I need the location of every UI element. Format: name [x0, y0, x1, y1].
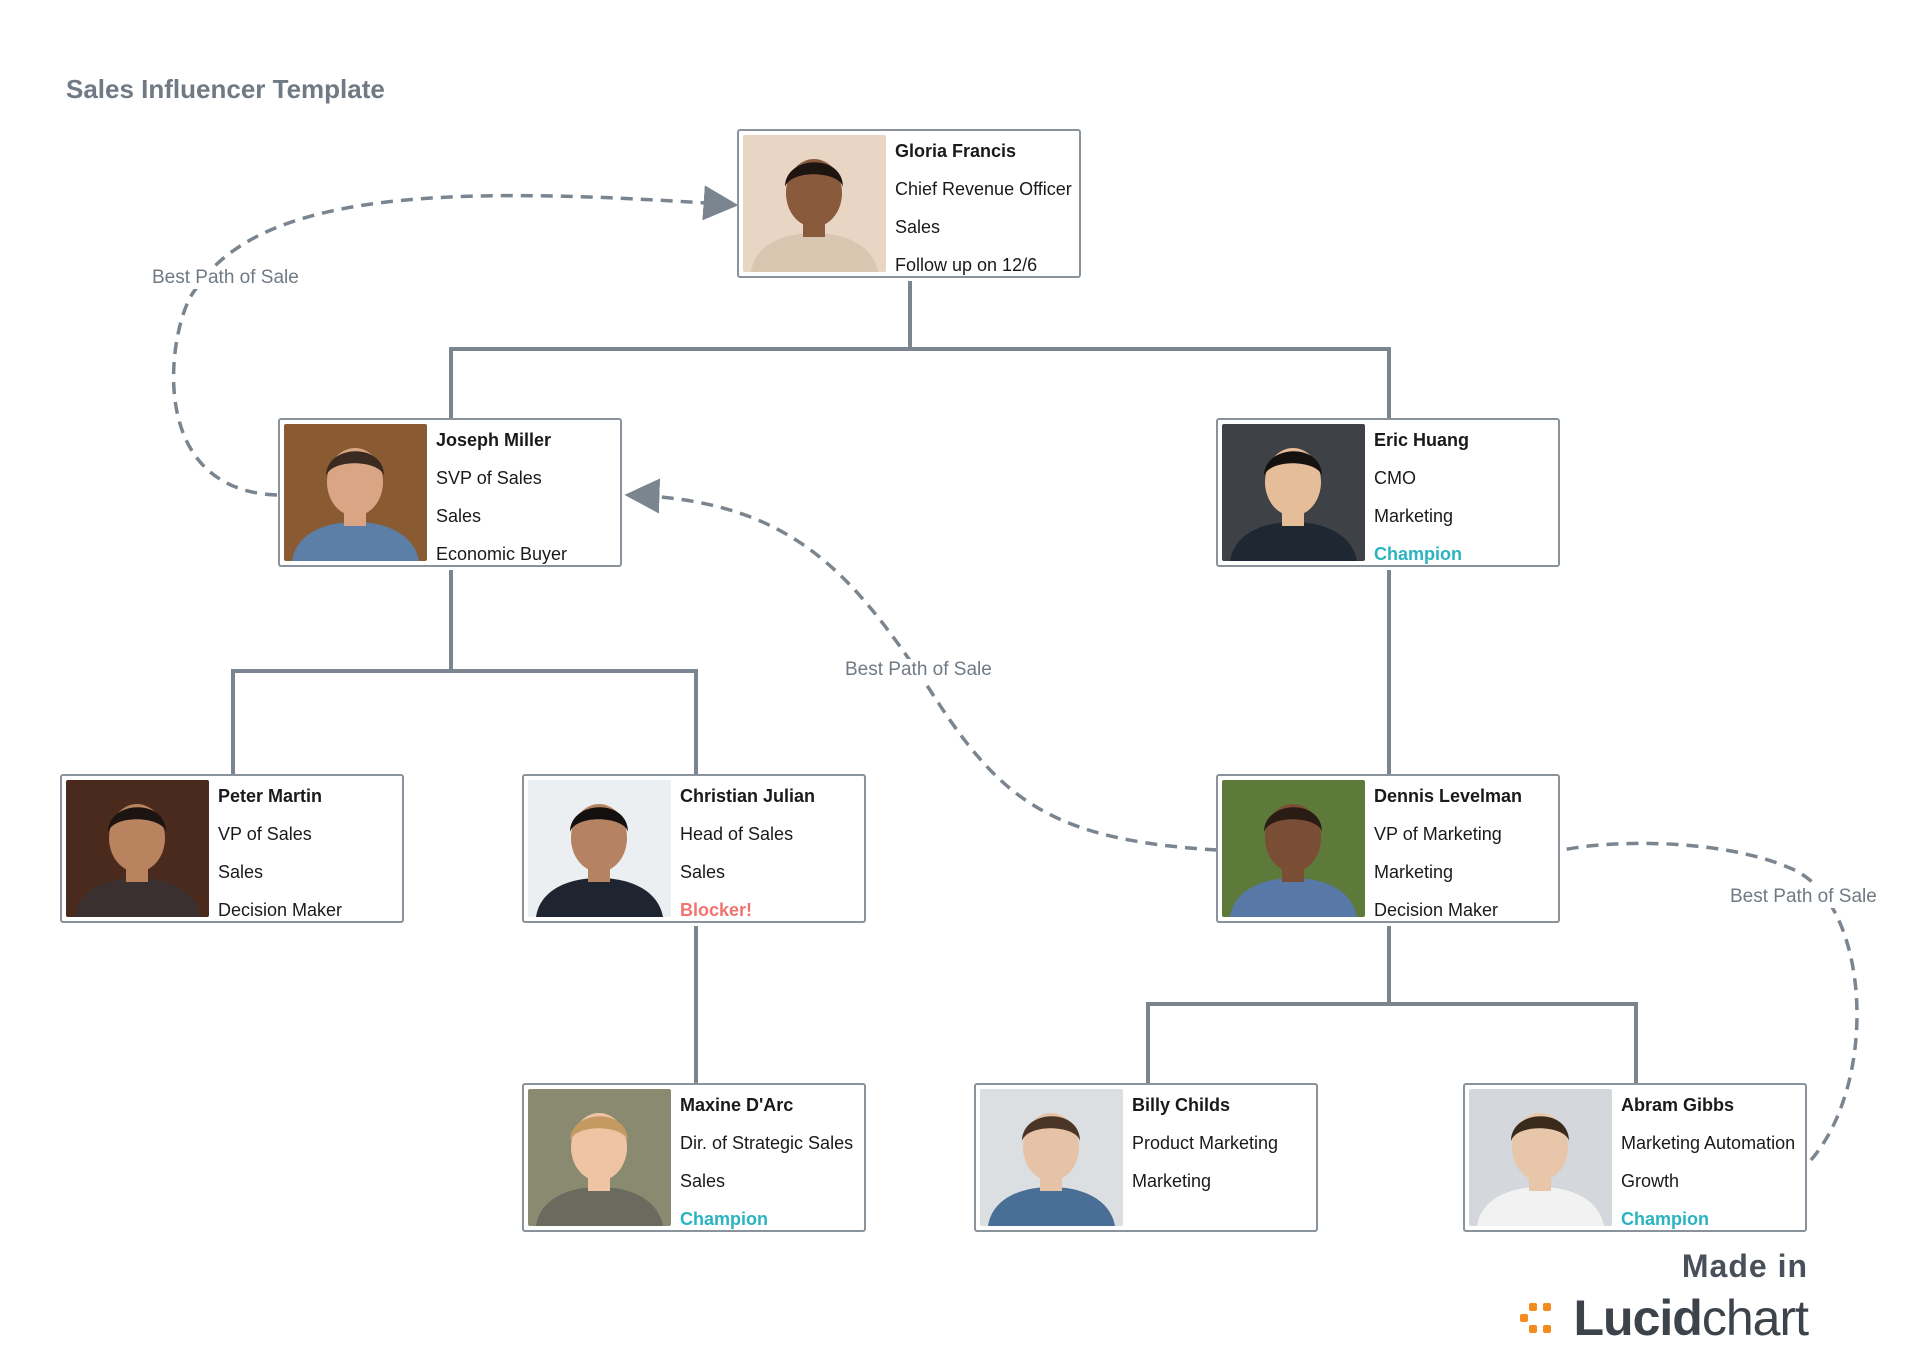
person-department: Sales: [680, 1171, 726, 1191]
avatar-photo: [528, 780, 671, 917]
person-portrait-icon: [66, 780, 209, 917]
person-department: Growth: [1621, 1171, 1680, 1191]
tree-link-joseph-christian: [451, 669, 698, 774]
best-path-abram-to-dennis: [1562, 841, 1859, 1162]
page-title: Sales Influencer Template: [66, 74, 385, 104]
person-role: SVP of Sales: [436, 468, 542, 488]
person-portrait-icon: [1469, 1089, 1612, 1226]
avatar-photo: [1222, 780, 1365, 917]
person-portrait-icon: [528, 1089, 671, 1226]
avatar-photo: [743, 135, 886, 272]
person-role: Marketing Automation: [1621, 1133, 1796, 1153]
person-department: Marketing: [1374, 506, 1454, 526]
person-note: Follow up on 12/6: [895, 255, 1038, 275]
person-role: CMO: [1374, 468, 1416, 488]
made-in-text: Made in: [1681, 1248, 1808, 1284]
person-portrait-icon: [284, 424, 427, 561]
person-name: Abram Gibbs: [1621, 1095, 1735, 1115]
person-name: Billy Childs: [1132, 1095, 1231, 1115]
person-note: Decision Maker: [218, 900, 343, 920]
person-note: Economic Buyer: [436, 544, 568, 564]
lucidchart-logo-icon: [1519, 1303, 1551, 1333]
person-note: Champion: [1374, 544, 1462, 564]
person-name: Dennis Levelman: [1374, 786, 1523, 806]
person-role: VP of Sales: [218, 824, 312, 844]
person-note: Decision Maker: [1374, 900, 1499, 920]
person-role: Dir. of Strategic Sales: [680, 1133, 854, 1153]
avatar-photo: [284, 424, 427, 561]
person-department: Marketing: [1132, 1171, 1212, 1191]
avatar-photo: [528, 1089, 671, 1226]
person-portrait-icon: [980, 1089, 1123, 1226]
person-department: Sales: [436, 506, 482, 526]
person-department: Sales: [895, 217, 941, 237]
person-note: [1132, 1205, 1312, 1243]
person-name: Peter Martin: [218, 786, 323, 806]
tree-link-joseph-children: [231, 570, 453, 774]
person-note: Champion: [680, 1209, 768, 1229]
lucidchart-branding: Made in Lucidchart: [1518, 1248, 1809, 1347]
person-name: Gloria Francis: [895, 141, 1017, 161]
person-portrait-icon: [1222, 780, 1365, 917]
person-department: Marketing: [1374, 862, 1454, 882]
person-name: Joseph Miller: [436, 430, 552, 450]
person-name: Christian Julian: [680, 786, 816, 806]
best-path-label-2: Best Path of Sale: [843, 659, 994, 681]
person-portrait-icon: [1222, 424, 1365, 561]
best-path-dennis-to-joseph: [624, 478, 1218, 852]
tree-link-dennis-abram: [1389, 1002, 1638, 1083]
person-department: Sales: [218, 862, 264, 882]
person-name: Maxine D'Arc: [680, 1095, 794, 1115]
tree-link-dennis-children: [1146, 926, 1391, 1083]
person-portrait-icon: [528, 780, 671, 917]
person-name: Eric Huang: [1374, 430, 1470, 450]
person-note: Blocker!: [680, 900, 753, 920]
best-path-label-3: Best Path of Sale: [1728, 886, 1879, 908]
person-role: Chief Revenue Officer: [895, 179, 1072, 199]
avatar-photo: [66, 780, 209, 917]
avatar-photo: [980, 1089, 1123, 1226]
avatar-photo: [1222, 424, 1365, 561]
best-path-label-1: Best Path of Sale: [150, 267, 301, 289]
lucidchart-wordmark: Lucidchart: [1573, 1290, 1810, 1346]
tree-link-gloria-children: [449, 281, 912, 418]
person-department: Sales: [680, 862, 726, 882]
person-portrait-icon: [743, 135, 886, 272]
person-role: Product Marketing: [1132, 1133, 1279, 1153]
tree-link-gloria-eric: [910, 347, 1391, 418]
avatar-photo: [1469, 1089, 1612, 1226]
person-role: VP of Marketing: [1374, 824, 1502, 844]
person-role: Head of Sales: [680, 824, 794, 844]
person-note: Champion: [1621, 1209, 1709, 1229]
